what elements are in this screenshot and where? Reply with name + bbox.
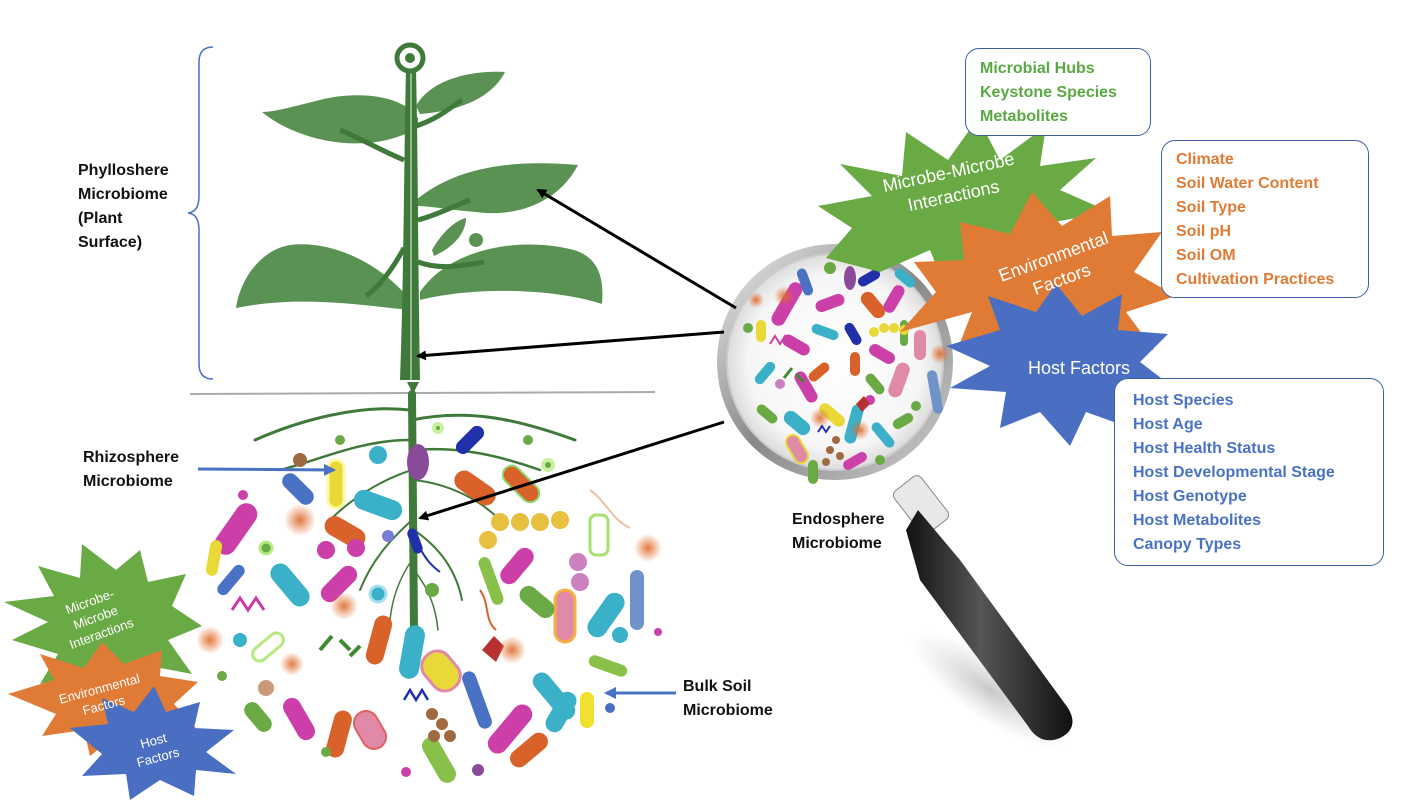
endosphere-label-line: Microbiome bbox=[792, 535, 882, 552]
box-item: Host Age bbox=[1133, 416, 1203, 433]
microbe-interactions-box: Microbial Hubs Keystone Species Metaboli… bbox=[965, 48, 1151, 136]
phyllosphere-label-line: (Plant bbox=[78, 210, 123, 227]
rhizosphere-label-line: Microbiome bbox=[83, 473, 173, 490]
arrow-to-root bbox=[418, 420, 725, 521]
arrow-rhizosphere bbox=[197, 463, 336, 476]
box-item: Host Genotype bbox=[1133, 488, 1247, 505]
burst-host-left bbox=[70, 686, 236, 800]
lens-microbes bbox=[743, 262, 950, 484]
arrow-to-leaf bbox=[536, 188, 737, 310]
bulk-soil-label-line: Bulk Soil bbox=[683, 678, 752, 695]
box-item: Host Developmental Stage bbox=[1133, 464, 1335, 481]
box-item: Soil pH bbox=[1176, 223, 1232, 240]
arrow-to-stem bbox=[416, 330, 725, 361]
phyllosphere-label-line: Surface) bbox=[78, 234, 143, 251]
plant-stem bbox=[339, 42, 485, 394]
ground-line bbox=[189, 391, 656, 395]
phyllosphere-label: Phylloshere Microbiome (Plant Surface) bbox=[78, 159, 169, 255]
soil-microbes bbox=[196, 422, 662, 783]
phyllosphere-bracket bbox=[187, 46, 214, 380]
phyllosphere-label-line: Phylloshere bbox=[78, 162, 169, 179]
phyllosphere-label-line: Microbiome bbox=[78, 186, 168, 203]
burst-text-line: Host Factors bbox=[1028, 358, 1131, 378]
box-item: Cultivation Practices bbox=[1176, 271, 1335, 288]
box-item: Soil OM bbox=[1176, 247, 1236, 264]
endosphere-label: Endosphere Microbiome bbox=[792, 508, 884, 556]
box-item: Metabolites bbox=[980, 108, 1069, 125]
box-item: Host Metabolites bbox=[1133, 512, 1262, 529]
box-item: Soil Water Content bbox=[1176, 175, 1319, 192]
plant-shoot bbox=[236, 71, 603, 310]
endosphere-label-line: Endosphere bbox=[792, 511, 885, 528]
box-item: Host Species bbox=[1133, 392, 1234, 409]
arrows bbox=[197, 188, 737, 699]
box-item: Microbial Hubs bbox=[980, 60, 1095, 77]
host-factors-box: Host Species Host Age Host Health Status… bbox=[1114, 378, 1384, 566]
rhizosphere-label: Rhizosphere Microbiome bbox=[83, 446, 179, 494]
burst-host-right-text: Host Factors bbox=[1028, 356, 1130, 380]
bulk-soil-label-line: Microbiome bbox=[683, 702, 773, 719]
box-item: Keystone Species bbox=[980, 84, 1117, 101]
environmental-factors-box: Climate Soil Water Content Soil Type Soi… bbox=[1161, 140, 1369, 298]
bulk-soil-label: Bulk Soil Microbiome bbox=[683, 675, 773, 723]
box-item: Climate bbox=[1176, 151, 1234, 168]
box-item: Soil Type bbox=[1176, 199, 1246, 216]
box-item: Canopy Types bbox=[1133, 536, 1242, 553]
box-item: Host Health Status bbox=[1133, 440, 1276, 457]
rhizosphere-label-line: Rhizosphere bbox=[83, 449, 180, 466]
